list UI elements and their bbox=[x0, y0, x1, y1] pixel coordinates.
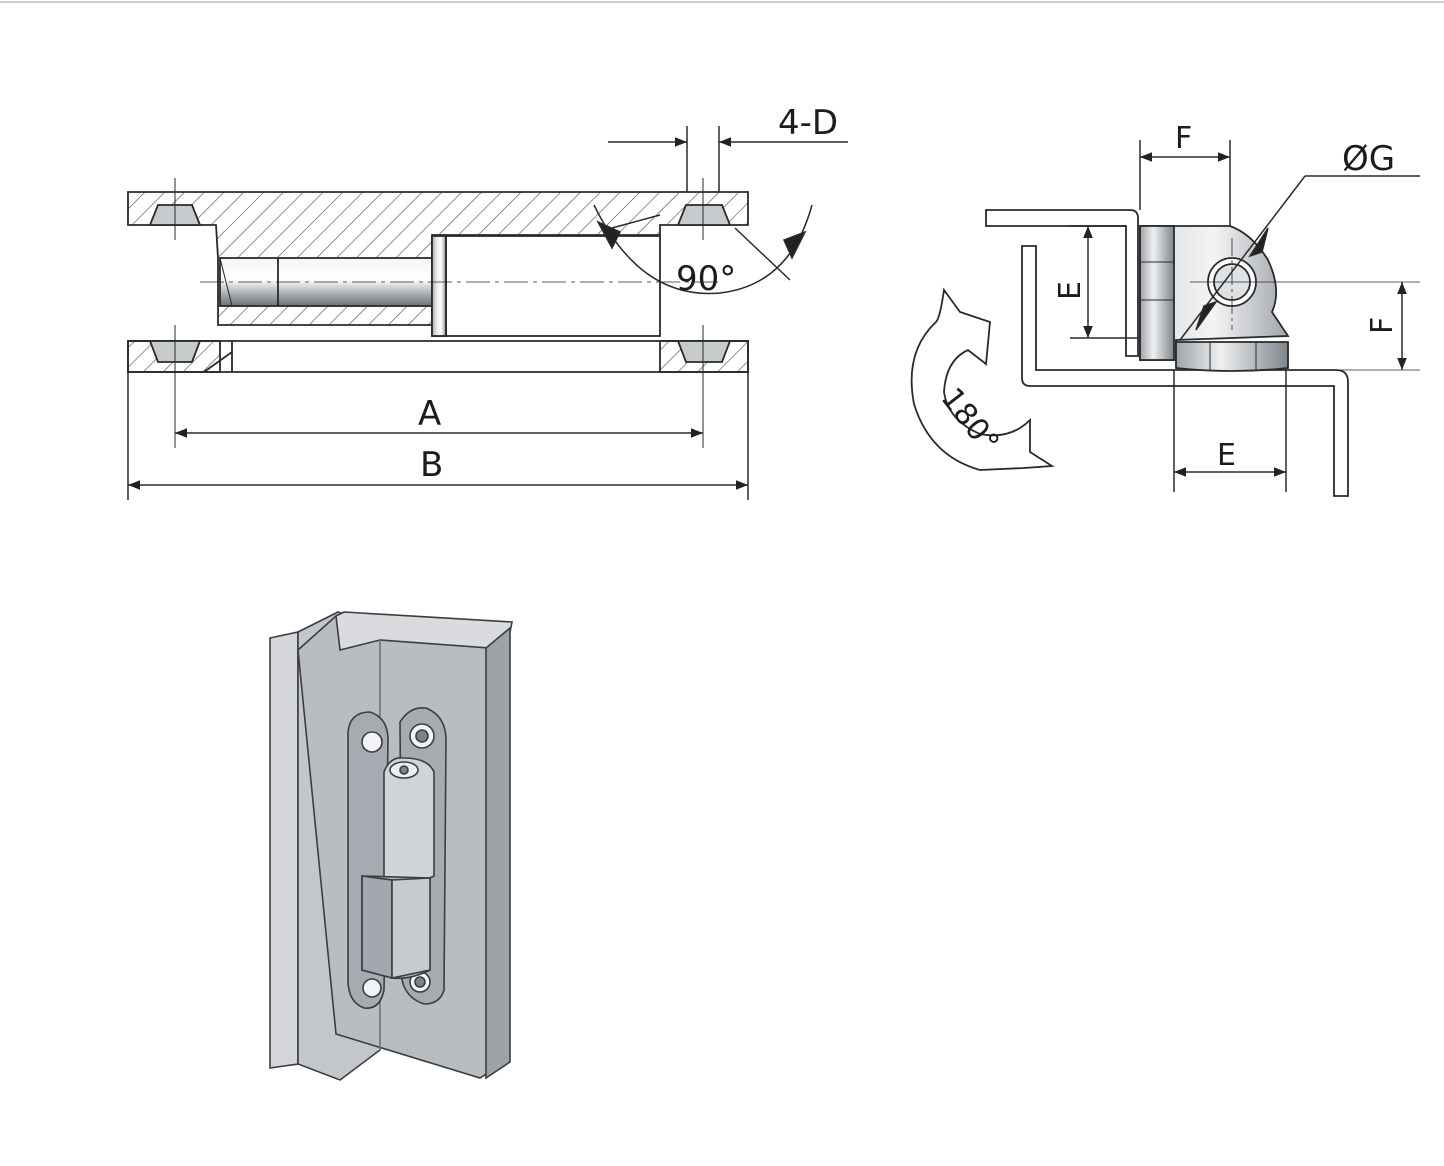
dim-f-top bbox=[1139, 140, 1231, 226]
label-g: ØG bbox=[1342, 139, 1395, 179]
dim-g bbox=[1179, 175, 1420, 341]
door-bracket bbox=[985, 209, 1139, 357]
label-f-top: F bbox=[1175, 121, 1192, 156]
label-b: B bbox=[420, 445, 443, 485]
label-e-left: E bbox=[1053, 281, 1088, 300]
lower-plate bbox=[127, 340, 749, 373]
door-panel bbox=[269, 631, 299, 1069]
countersink-ur bbox=[676, 204, 732, 226]
dim-4d bbox=[608, 126, 848, 192]
label-90: 90° bbox=[676, 259, 736, 299]
label-a: A bbox=[418, 394, 441, 434]
barrel bbox=[431, 235, 661, 337]
label-f-right: F bbox=[1365, 317, 1400, 334]
dim-e-bottom bbox=[1173, 370, 1287, 492]
label-e-bottom: E bbox=[1217, 438, 1236, 473]
countersink-lr bbox=[676, 340, 732, 363]
screw-hole-3 bbox=[362, 978, 382, 998]
hinge-nut bbox=[1175, 341, 1289, 372]
dim-e-left bbox=[1070, 225, 1140, 339]
isometric-view bbox=[269, 611, 513, 1081]
section-view bbox=[127, 178, 749, 448]
angle-90 bbox=[593, 204, 813, 295]
side-view bbox=[985, 209, 1420, 497]
dim-b bbox=[127, 372, 749, 500]
label-4d: 4-D bbox=[778, 103, 838, 143]
screw-hole-1 bbox=[361, 731, 383, 753]
rotation-arrow bbox=[910, 287, 1055, 471]
